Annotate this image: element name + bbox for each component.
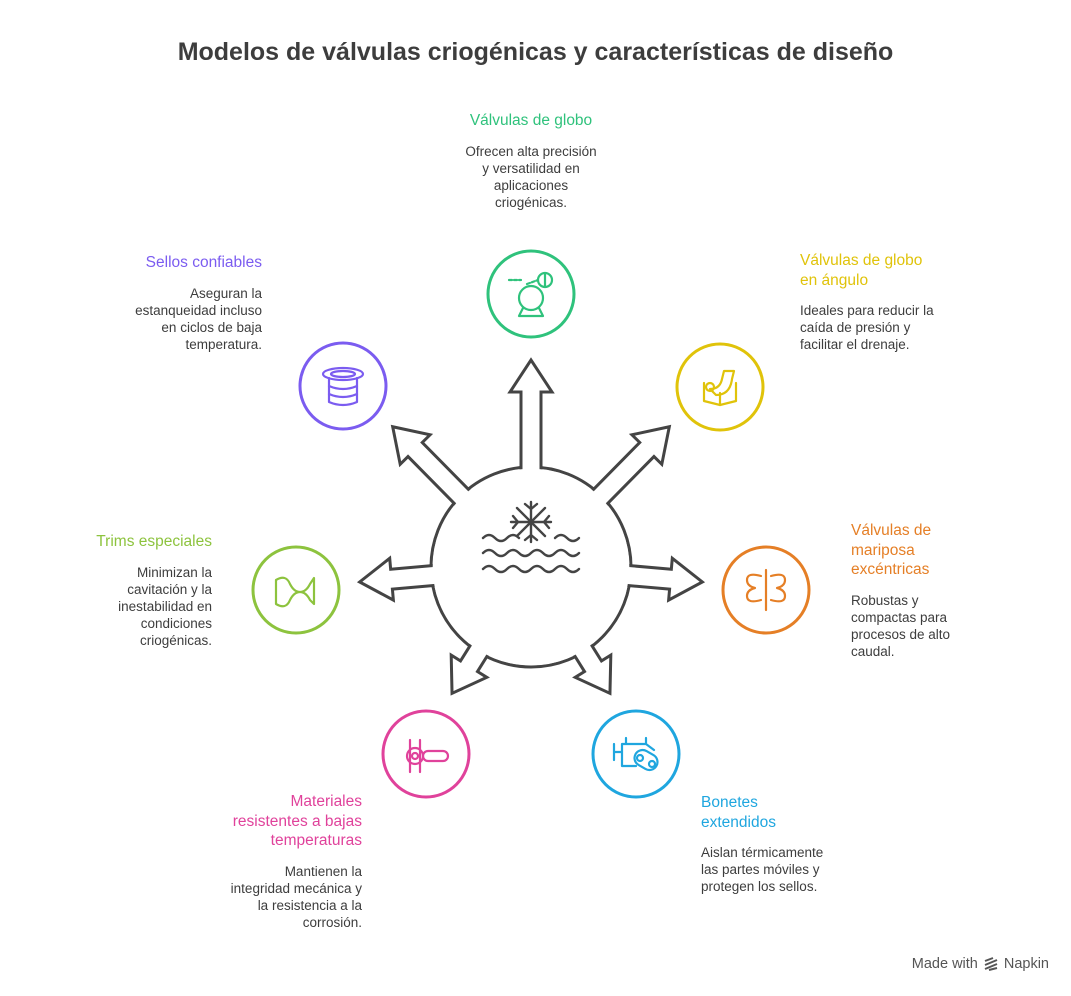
item-globo: Válvulas de globo Ofrecen alta precisión… bbox=[431, 111, 631, 211]
globe-valve-icon bbox=[486, 249, 576, 339]
brand-prefix: Made with bbox=[911, 956, 978, 972]
engine-bonnet-icon bbox=[591, 709, 681, 799]
trim-flow-icon bbox=[251, 545, 341, 635]
diagram-title: Modelos de válvulas criogénicas y caract… bbox=[177, 38, 894, 66]
angle-pipe-icon bbox=[675, 342, 765, 432]
napkin-logo-icon bbox=[984, 957, 998, 971]
arrow-angulo bbox=[586, 424, 672, 511]
seal-cylinder-icon bbox=[298, 341, 388, 431]
butterfly-valve-icon bbox=[721, 545, 811, 635]
brand-name: Napkin bbox=[1003, 956, 1049, 972]
arrow-sellos bbox=[390, 424, 476, 511]
pipe-valve-icon bbox=[381, 709, 471, 799]
hub-fill bbox=[432, 468, 630, 666]
arrow-globo bbox=[507, 357, 555, 477]
item-title: Trims especiales bbox=[96, 533, 212, 550]
item-title: Válvulas de globo bbox=[469, 112, 593, 129]
arrow-mariposa bbox=[619, 555, 706, 603]
snowflake-waves-icon bbox=[481, 500, 581, 574]
item-title: Sellos confiables bbox=[145, 254, 262, 271]
napkin-watermark: Made with Napkin bbox=[912, 956, 1049, 972]
arrow-trims bbox=[356, 555, 443, 603]
